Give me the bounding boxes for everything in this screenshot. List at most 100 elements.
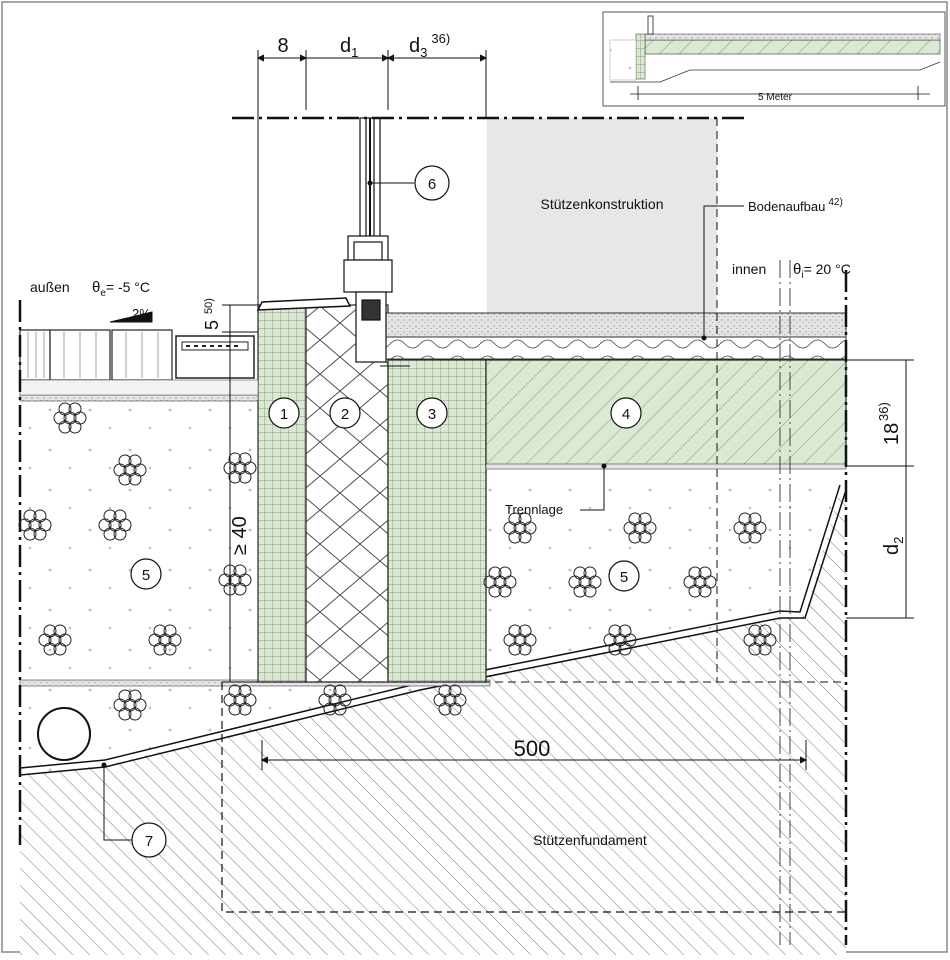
gravel-stone — [238, 684, 252, 698]
gravel-stone — [128, 472, 142, 486]
gravel-stone — [748, 642, 762, 656]
marker-7: 7 — [131, 822, 167, 858]
gravel-stone — [583, 584, 597, 598]
gravel-stone — [33, 509, 47, 523]
ground-soil — [20, 490, 846, 955]
inside-label: innen — [732, 261, 766, 277]
base-layer — [19, 679, 491, 687]
gravel-stone — [688, 566, 702, 580]
gravel-stone — [518, 530, 532, 544]
gravel-stone — [53, 642, 67, 656]
gravel-stone — [518, 512, 532, 526]
gravel-stone — [23, 527, 37, 541]
svg-text:36): 36) — [876, 402, 891, 421]
drainage-channel — [175, 335, 255, 379]
svg-text:18: 18 — [881, 423, 903, 445]
gravel-stone — [118, 472, 132, 486]
marker-4: 4 — [610, 397, 642, 429]
marker-5-left: 5 — [130, 558, 162, 590]
gravel-stone — [508, 512, 522, 526]
gravel-stone — [518, 642, 532, 656]
gravel-stone — [118, 689, 132, 703]
svg-text:3: 3 — [428, 406, 436, 423]
dim-8: 8 — [277, 35, 288, 57]
gravel-stone — [488, 566, 502, 580]
marker-1: 1 — [268, 397, 300, 429]
foundation-label: Stützenfundament — [533, 832, 647, 848]
svg-text:1: 1 — [280, 406, 288, 423]
gravel-stone — [163, 624, 177, 638]
gravel-stone — [438, 684, 452, 698]
gravel-stone — [518, 624, 532, 638]
gravel-stone — [43, 624, 57, 638]
gravel-stone — [103, 527, 117, 541]
gravel-stone — [53, 624, 67, 638]
gravel-stone — [113, 509, 127, 523]
gravel-stone — [33, 527, 47, 541]
floor-impact-insulation — [385, 336, 847, 360]
gravel-stone — [508, 624, 522, 638]
gravel-stone — [748, 530, 762, 544]
gravel-stone — [738, 530, 752, 544]
dim-d2: d2 — [881, 537, 906, 555]
gravel-stone — [618, 624, 632, 638]
gravel-stone — [758, 624, 772, 638]
svg-text:d2: d2 — [881, 537, 906, 555]
dim-slab: 18 36) — [876, 402, 903, 445]
svg-text:6: 6 — [428, 176, 436, 193]
gravel-stone — [573, 566, 587, 580]
gravel-stone — [748, 624, 762, 638]
gravel-stone — [238, 470, 252, 484]
svg-text:4: 4 — [622, 406, 630, 423]
marker-3: 3 — [416, 397, 448, 429]
separation-layer-label: Trennlage — [505, 502, 563, 517]
gravel-stone — [68, 402, 82, 416]
drain-pipe — [37, 707, 91, 761]
gravel-stone — [68, 420, 82, 434]
gravel-stone — [118, 707, 132, 721]
outside-label: außen — [30, 279, 70, 295]
gravel-stone — [128, 707, 142, 721]
dim-min-depth: ≥ 40 — [229, 516, 251, 555]
marker-2: 2 — [329, 397, 361, 429]
floor-screed — [385, 312, 847, 338]
insulation-layer-1 — [257, 304, 307, 683]
dim-step: 5 50) — [202, 298, 222, 330]
gravel-stone — [608, 642, 622, 656]
gravel-stone — [223, 582, 237, 596]
column-construction-block — [487, 118, 717, 313]
gravel-stone — [618, 642, 632, 656]
gravel-stone — [228, 452, 242, 466]
gravel-stone — [488, 584, 502, 598]
gravel-stone — [153, 642, 167, 656]
gravel-stone — [638, 512, 652, 526]
gravel-stone — [238, 702, 252, 716]
gravel-stone — [128, 454, 142, 468]
svg-text:5: 5 — [142, 567, 150, 584]
gravel-stone — [333, 702, 347, 716]
gravel-stone — [638, 530, 652, 544]
gravel-stone — [688, 584, 702, 598]
svg-text:2: 2 — [341, 406, 349, 423]
gravel-stone — [58, 420, 72, 434]
gravel-stone — [698, 566, 712, 580]
gravel-stone — [238, 452, 252, 466]
gravel-stone — [438, 702, 452, 716]
gravel-stone — [223, 564, 237, 578]
marker-5-right: 5 — [608, 560, 640, 592]
inset-overview: 5 Meter — [602, 11, 946, 107]
dim-500: 500 — [514, 736, 551, 761]
inset-scale-label: 5 Meter — [758, 92, 793, 103]
inside-temp: θi= 20 °C — [793, 261, 851, 281]
outside-temp: θe= -5 °C — [92, 279, 150, 299]
gravel-stone — [233, 582, 247, 596]
gravel-stone — [323, 684, 337, 698]
gravel-stone — [163, 642, 177, 656]
svg-text:5: 5 — [202, 320, 222, 330]
dim-d3: d336) — [409, 31, 450, 60]
gravel-stone — [573, 584, 587, 598]
gravel-clusters — [18, 402, 777, 721]
svg-text:7: 7 — [145, 833, 153, 850]
floor-slab — [485, 359, 847, 467]
